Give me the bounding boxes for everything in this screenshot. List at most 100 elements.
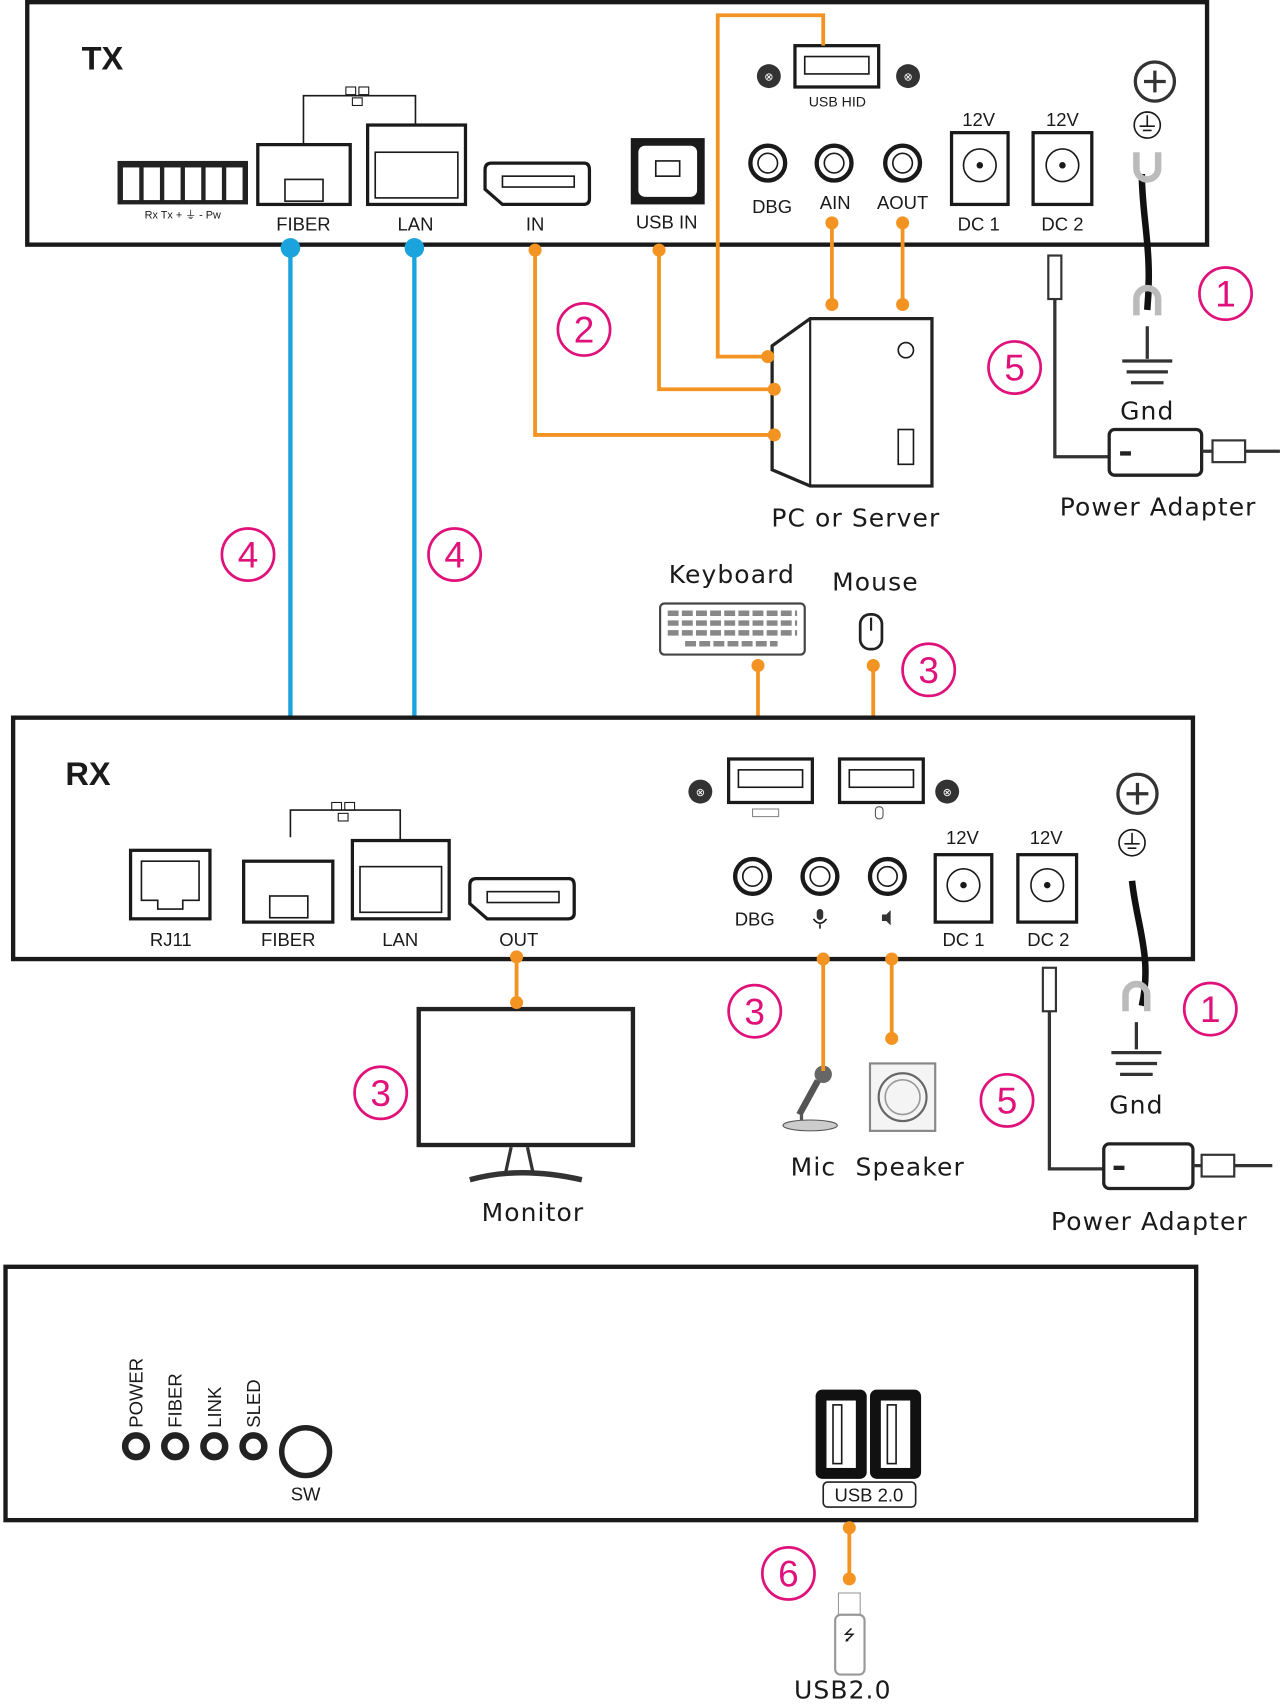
front-usb-ports: USB 2.0 (815, 1389, 922, 1508)
monitor: Monitor (416, 1006, 636, 1227)
svg-text:⊗: ⊗ (903, 71, 912, 83)
svg-text:5: 5 (1004, 348, 1025, 389)
step-5-tx: 5 (987, 340, 1043, 395)
rx-dc1-volt: 12V (946, 827, 980, 848)
rx-ground-screw-icon (1116, 772, 1159, 857)
network-icon (289, 801, 402, 841)
rx-displayport-out: OUT (468, 876, 576, 950)
svg-text:3: 3 (918, 650, 939, 691)
tx-usb-hid-label: USB HID (809, 94, 866, 110)
rx-dbg-label: DBG (735, 908, 775, 929)
rx-power-adapter: Power Adapter (1041, 966, 1273, 1236)
rx-rj11-port: RJ11 (128, 848, 212, 950)
rx-signal-cables (510, 950, 899, 1072)
tx-ground-wire: Gnd (1120, 152, 1174, 426)
sw-button[interactable]: SW (278, 1425, 333, 1505)
svg-text:⊗: ⊗ (943, 787, 952, 799)
rx-ground-wire: Gnd (1109, 880, 1163, 1119)
terminal-labels: Rx Tx + ⏚ - Pw (145, 209, 221, 222)
tx-in-label: IN (526, 214, 544, 235)
tx-ground-screw-icon (1133, 60, 1177, 139)
step-6: 6 (760, 1545, 816, 1601)
tx-ain-label: AIN (820, 192, 851, 213)
led-label-power: POWER (126, 1358, 147, 1428)
tx-title: TX (82, 40, 124, 77)
step-3-usb: 3 (901, 642, 957, 698)
rx-out-label: OUT (499, 929, 538, 950)
svg-text:1: 1 (1215, 274, 1236, 315)
pc-server: PC or Server (770, 316, 940, 532)
svg-text:⊗: ⊗ (696, 787, 705, 799)
pc-label: PC or Server (771, 503, 940, 532)
svg-text:2: 2 (574, 310, 595, 351)
rx-chassis (10, 715, 1196, 962)
tx-lan-port: LAN (365, 123, 468, 235)
tx-displayport-in: IN (483, 161, 592, 235)
tx-audio-jacks: DBG AIN AOUT (748, 143, 928, 217)
microphone-icon (812, 909, 828, 929)
tx-dc1-label: DC 1 (958, 214, 1000, 235)
tx-dbg-label: DBG (752, 196, 792, 217)
speaker: Speaker (856, 1062, 965, 1181)
tx-signal-cables (528, 13, 910, 442)
svg-text:5: 5 (997, 1080, 1018, 1121)
led-indicators: POWER FIBER LINK SLED (121, 1358, 268, 1461)
usb-cable (657, 247, 775, 392)
tx-power-adapter: Power Adapter (1047, 254, 1280, 521)
tx-fiber-port: FIBER (256, 142, 352, 235)
rx-audio-jacks: DBG (732, 856, 907, 929)
svg-text:4: 4 (444, 535, 465, 576)
svg-text:⊗: ⊗ (764, 71, 773, 83)
svg-text:1: 1 (1200, 989, 1221, 1030)
tx-dc-ports: 12V 12V DC 1 DC 2 (949, 109, 1094, 235)
svg-text:⭍: ⭍ (843, 1627, 856, 1644)
step-1-rx: 1 (1182, 981, 1238, 1037)
network-icon (302, 86, 417, 145)
rx-gnd-label: Gnd (1109, 1090, 1163, 1119)
speaker-icon (881, 910, 891, 926)
tx-power-adapter-label: Power Adapter (1060, 492, 1257, 521)
rx-fiber-port: FIBER (242, 859, 335, 950)
tx-dc1-volt: 12V (962, 109, 996, 130)
rx-dc-ports: 12V 12V DC 1 DC 2 (933, 827, 1079, 950)
rx-lan-label: LAN (382, 929, 418, 950)
microphone: Mic (782, 1065, 838, 1181)
front-chassis (3, 1264, 1199, 1523)
led-label-link: LINK (204, 1386, 225, 1428)
front-usb-label: USB 2.0 (835, 1485, 904, 1506)
keyboard-label: Keyboard (669, 560, 795, 589)
step-4-fiber: 4 (220, 527, 276, 583)
step-2: 2 (556, 302, 612, 357)
rx-dc2-volt: 12V (1030, 827, 1064, 848)
step-5-rx: 5 (979, 1072, 1035, 1128)
led-label-sled: SLED (243, 1379, 264, 1427)
tx-usb-b-port: USB IN (630, 138, 705, 232)
svg-text:3: 3 (744, 991, 765, 1032)
sw-label: SW (291, 1484, 321, 1505)
led-label-fiber: FIBER (165, 1373, 186, 1427)
rx-dc1-label: DC 1 (942, 929, 984, 950)
monitor-label: Monitor (482, 1198, 585, 1227)
video-cable (533, 247, 775, 437)
rx-dc2-label: DC 2 (1027, 929, 1069, 950)
tx-fiber-label: FIBER (276, 214, 330, 235)
usb-drive-label: USB2.0 (794, 1675, 892, 1704)
step-3-monitor: 3 (353, 1065, 409, 1121)
rx-lan-port: LAN (350, 838, 451, 950)
tx-gnd-label: Gnd (1120, 397, 1174, 426)
rx-power-adapter-label: Power Adapter (1051, 1207, 1248, 1236)
mic-label: Mic (791, 1152, 837, 1181)
usb-hid-cable (715, 13, 826, 359)
rx-fiber-label: FIBER (261, 929, 315, 950)
tx-usb-in-label: USB IN (636, 211, 698, 232)
tx-terminal-block: Rx Tx + ⏚ - Pw (117, 160, 249, 222)
tx-lan-label: LAN (397, 214, 433, 235)
speaker-label: Speaker (856, 1152, 965, 1181)
step-4-lan: 4 (427, 527, 483, 583)
usb-drive: ⭍ USB2.0 (794, 1521, 892, 1704)
front-panel: POWER FIBER LINK SLED SW USB 2.0 (3, 1264, 1199, 1523)
tx-dc2-label: DC 2 (1041, 214, 1083, 235)
rx-rj11-label: RJ11 (150, 929, 192, 950)
rx-title: RX (65, 755, 111, 792)
